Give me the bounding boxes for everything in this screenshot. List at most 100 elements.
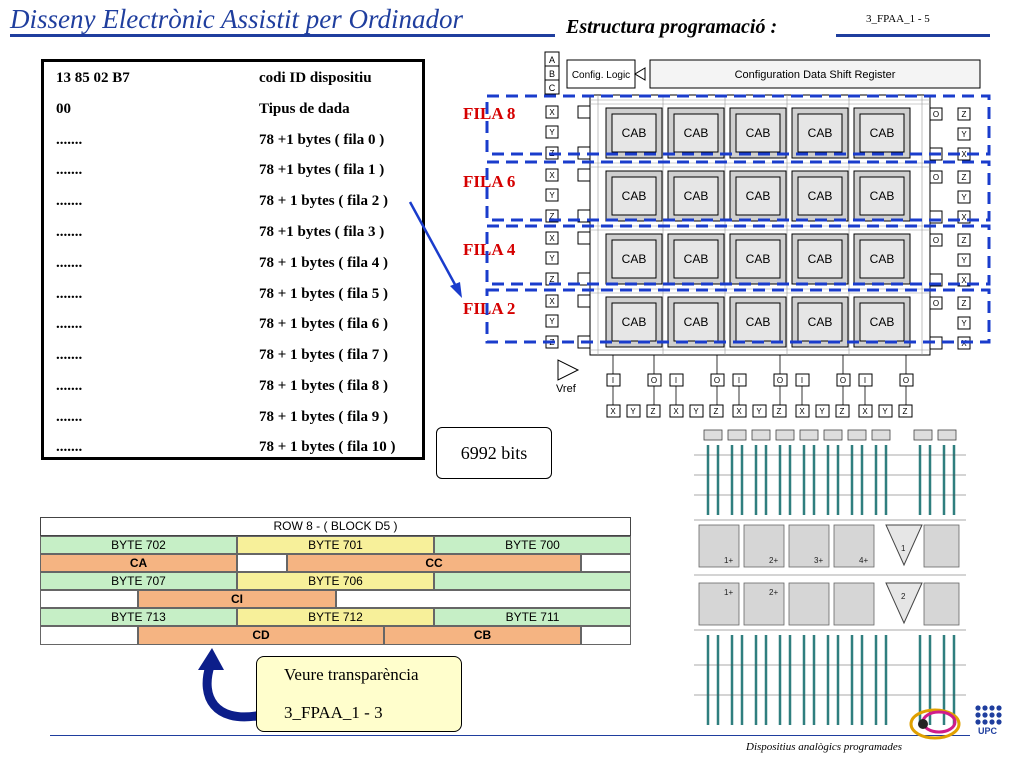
upc-logo-icon <box>975 705 1002 725</box>
empty-cell <box>237 554 287 572</box>
byte-cell: BYTE 700 <box>434 536 631 554</box>
opamp-1-icon <box>885 524 923 567</box>
section-subtitle: Estructura programació : <box>566 16 778 38</box>
pin-z-label: Z <box>714 407 719 416</box>
note-line-1: Veure transparència <box>284 665 419 684</box>
pin-i-label: I <box>612 376 614 385</box>
pin-z-label: Z <box>962 173 967 182</box>
empty-cell <box>40 590 138 608</box>
pin-x-label: X <box>961 276 967 285</box>
cab-label: CAB <box>622 315 647 329</box>
table-cell-desc: Tipus de dada <box>259 101 350 117</box>
note-line-2: 3_FPAA_1 - 3 <box>284 703 383 722</box>
field-cell-ca: CA <box>40 554 237 572</box>
pin-y-label: Y <box>961 319 967 328</box>
cab-label: CAB <box>808 252 833 266</box>
node-label: 3+ <box>814 556 823 565</box>
table-row: .......78 +1 bytes ( fila 1 ) <box>56 162 422 182</box>
pin-a-label: A <box>549 55 555 65</box>
cab-label: CAB <box>622 126 647 140</box>
table-row: .......78 +1 bytes ( fila 0 ) <box>56 132 422 152</box>
main-title: Disseny Electrònic Assistit per Ordinado… <box>10 4 463 34</box>
pin-z-label: Z <box>962 110 967 119</box>
empty-cell <box>581 626 631 645</box>
switch-boxes <box>703 429 957 441</box>
field-cell-ci: CI <box>138 590 336 608</box>
node-label: 1+ <box>724 588 733 597</box>
pin-y-label: Y <box>549 128 555 137</box>
pointer-arrow <box>408 201 462 298</box>
row-table-header: ROW 8 - ( BLOCK D5 ) <box>40 517 631 536</box>
bottom-io-pins <box>606 373 914 418</box>
cab-label: CAB <box>684 189 709 203</box>
cab-label: CAB <box>808 315 833 329</box>
pin-i-label: I <box>864 376 866 385</box>
table-cell-id: ....... <box>56 193 83 209</box>
fila-4-label: FILA 4 <box>463 240 516 259</box>
table-row: .......78 + 1 bytes ( fila 8 ) <box>56 378 422 398</box>
pin-i-label: I <box>738 376 740 385</box>
table-cell-id: ....... <box>56 409 83 425</box>
pin-c-label: C <box>549 83 556 93</box>
row8-block-table: ROW 8 - ( BLOCK D5 ) BYTE 702 BYTE 701 B… <box>40 517 631 647</box>
table-row: .......78 + 1 bytes ( fila 5 ) <box>56 286 422 306</box>
config-logic-label: Config. Logic <box>572 70 630 81</box>
pin-y-label: Y <box>961 130 967 139</box>
cab-label: CAB <box>808 189 833 203</box>
cee-logo-icon <box>909 708 961 740</box>
cab-grid <box>605 107 911 348</box>
table-cell-id: ....... <box>56 132 83 148</box>
table-row: .......78 + 1 bytes ( fila 7 ) <box>56 347 422 367</box>
pin-x-label: X <box>610 407 616 416</box>
pin-x-label: X <box>799 407 805 416</box>
field-cell-cd: CD <box>138 626 384 645</box>
cab-label: CAB <box>622 252 647 266</box>
pin-z-label: Z <box>550 212 555 221</box>
table-row: .......78 + 1 bytes ( fila 2 ) <box>56 193 422 213</box>
title-rule-left <box>10 34 555 37</box>
pin-o-label: O <box>933 236 939 245</box>
pin-y-label: Y <box>549 191 555 200</box>
table-cell-desc: 78 +1 bytes ( fila 3 ) <box>259 224 385 240</box>
pin-y-label: Y <box>549 254 555 263</box>
fila-highlight-boxes <box>485 94 991 344</box>
cab-label: CAB <box>746 189 771 203</box>
pin-z-label: Z <box>840 407 845 416</box>
config-logic-box <box>566 59 636 89</box>
table-cell-desc: 78 + 1 bytes ( fila 7 ) <box>259 347 388 363</box>
cab-label: CAB <box>684 126 709 140</box>
cab-label: CAB <box>684 252 709 266</box>
pin-y-label: Y <box>630 407 636 416</box>
byte-cell: BYTE 711 <box>434 608 631 626</box>
arrow-line <box>408 201 460 291</box>
table-cell-id: ....... <box>56 224 83 240</box>
table-cell-desc: codi ID dispositiu <box>259 70 372 86</box>
reference-note: Veure transparència 3_FPAA_1 - 3 <box>256 656 462 732</box>
cab-label: CAB <box>746 315 771 329</box>
table-cell-id: 00 <box>56 101 71 117</box>
component-cells <box>698 524 960 626</box>
pin-o-label: O <box>714 376 720 385</box>
table-row: ....... 78 + 1 bytes ( fila 6 ) <box>56 316 422 336</box>
cab-label: CAB <box>622 189 647 203</box>
table-cell-desc: 78 + 1 bytes ( fila 6 ) <box>259 316 388 332</box>
cab-label: CAB <box>870 315 895 329</box>
vref-label: Vref <box>556 383 577 395</box>
empty-cell <box>336 590 631 608</box>
table-cell-id: ....... <box>56 316 83 332</box>
pin-x-label: X <box>549 108 555 117</box>
byte-cell: BYTE 712 <box>237 608 434 626</box>
pin-y-label: Y <box>693 407 699 416</box>
cab-label: CAB <box>870 252 895 266</box>
pin-o-label: O <box>933 299 939 308</box>
table-row: .......78 + 1 bytes ( fila 9 ) <box>56 409 422 429</box>
pin-z-label: Z <box>962 299 967 308</box>
upc-logo-text: UPC <box>978 726 998 736</box>
node-label: 2+ <box>769 588 778 597</box>
cab-label: CAB <box>870 126 895 140</box>
pin-o-label: O <box>651 376 657 385</box>
table-row: .......78 + 1 bytes ( fila 10 ) <box>56 439 422 459</box>
curved-arrow-icon <box>198 648 261 722</box>
pin-z-label: Z <box>962 236 967 245</box>
